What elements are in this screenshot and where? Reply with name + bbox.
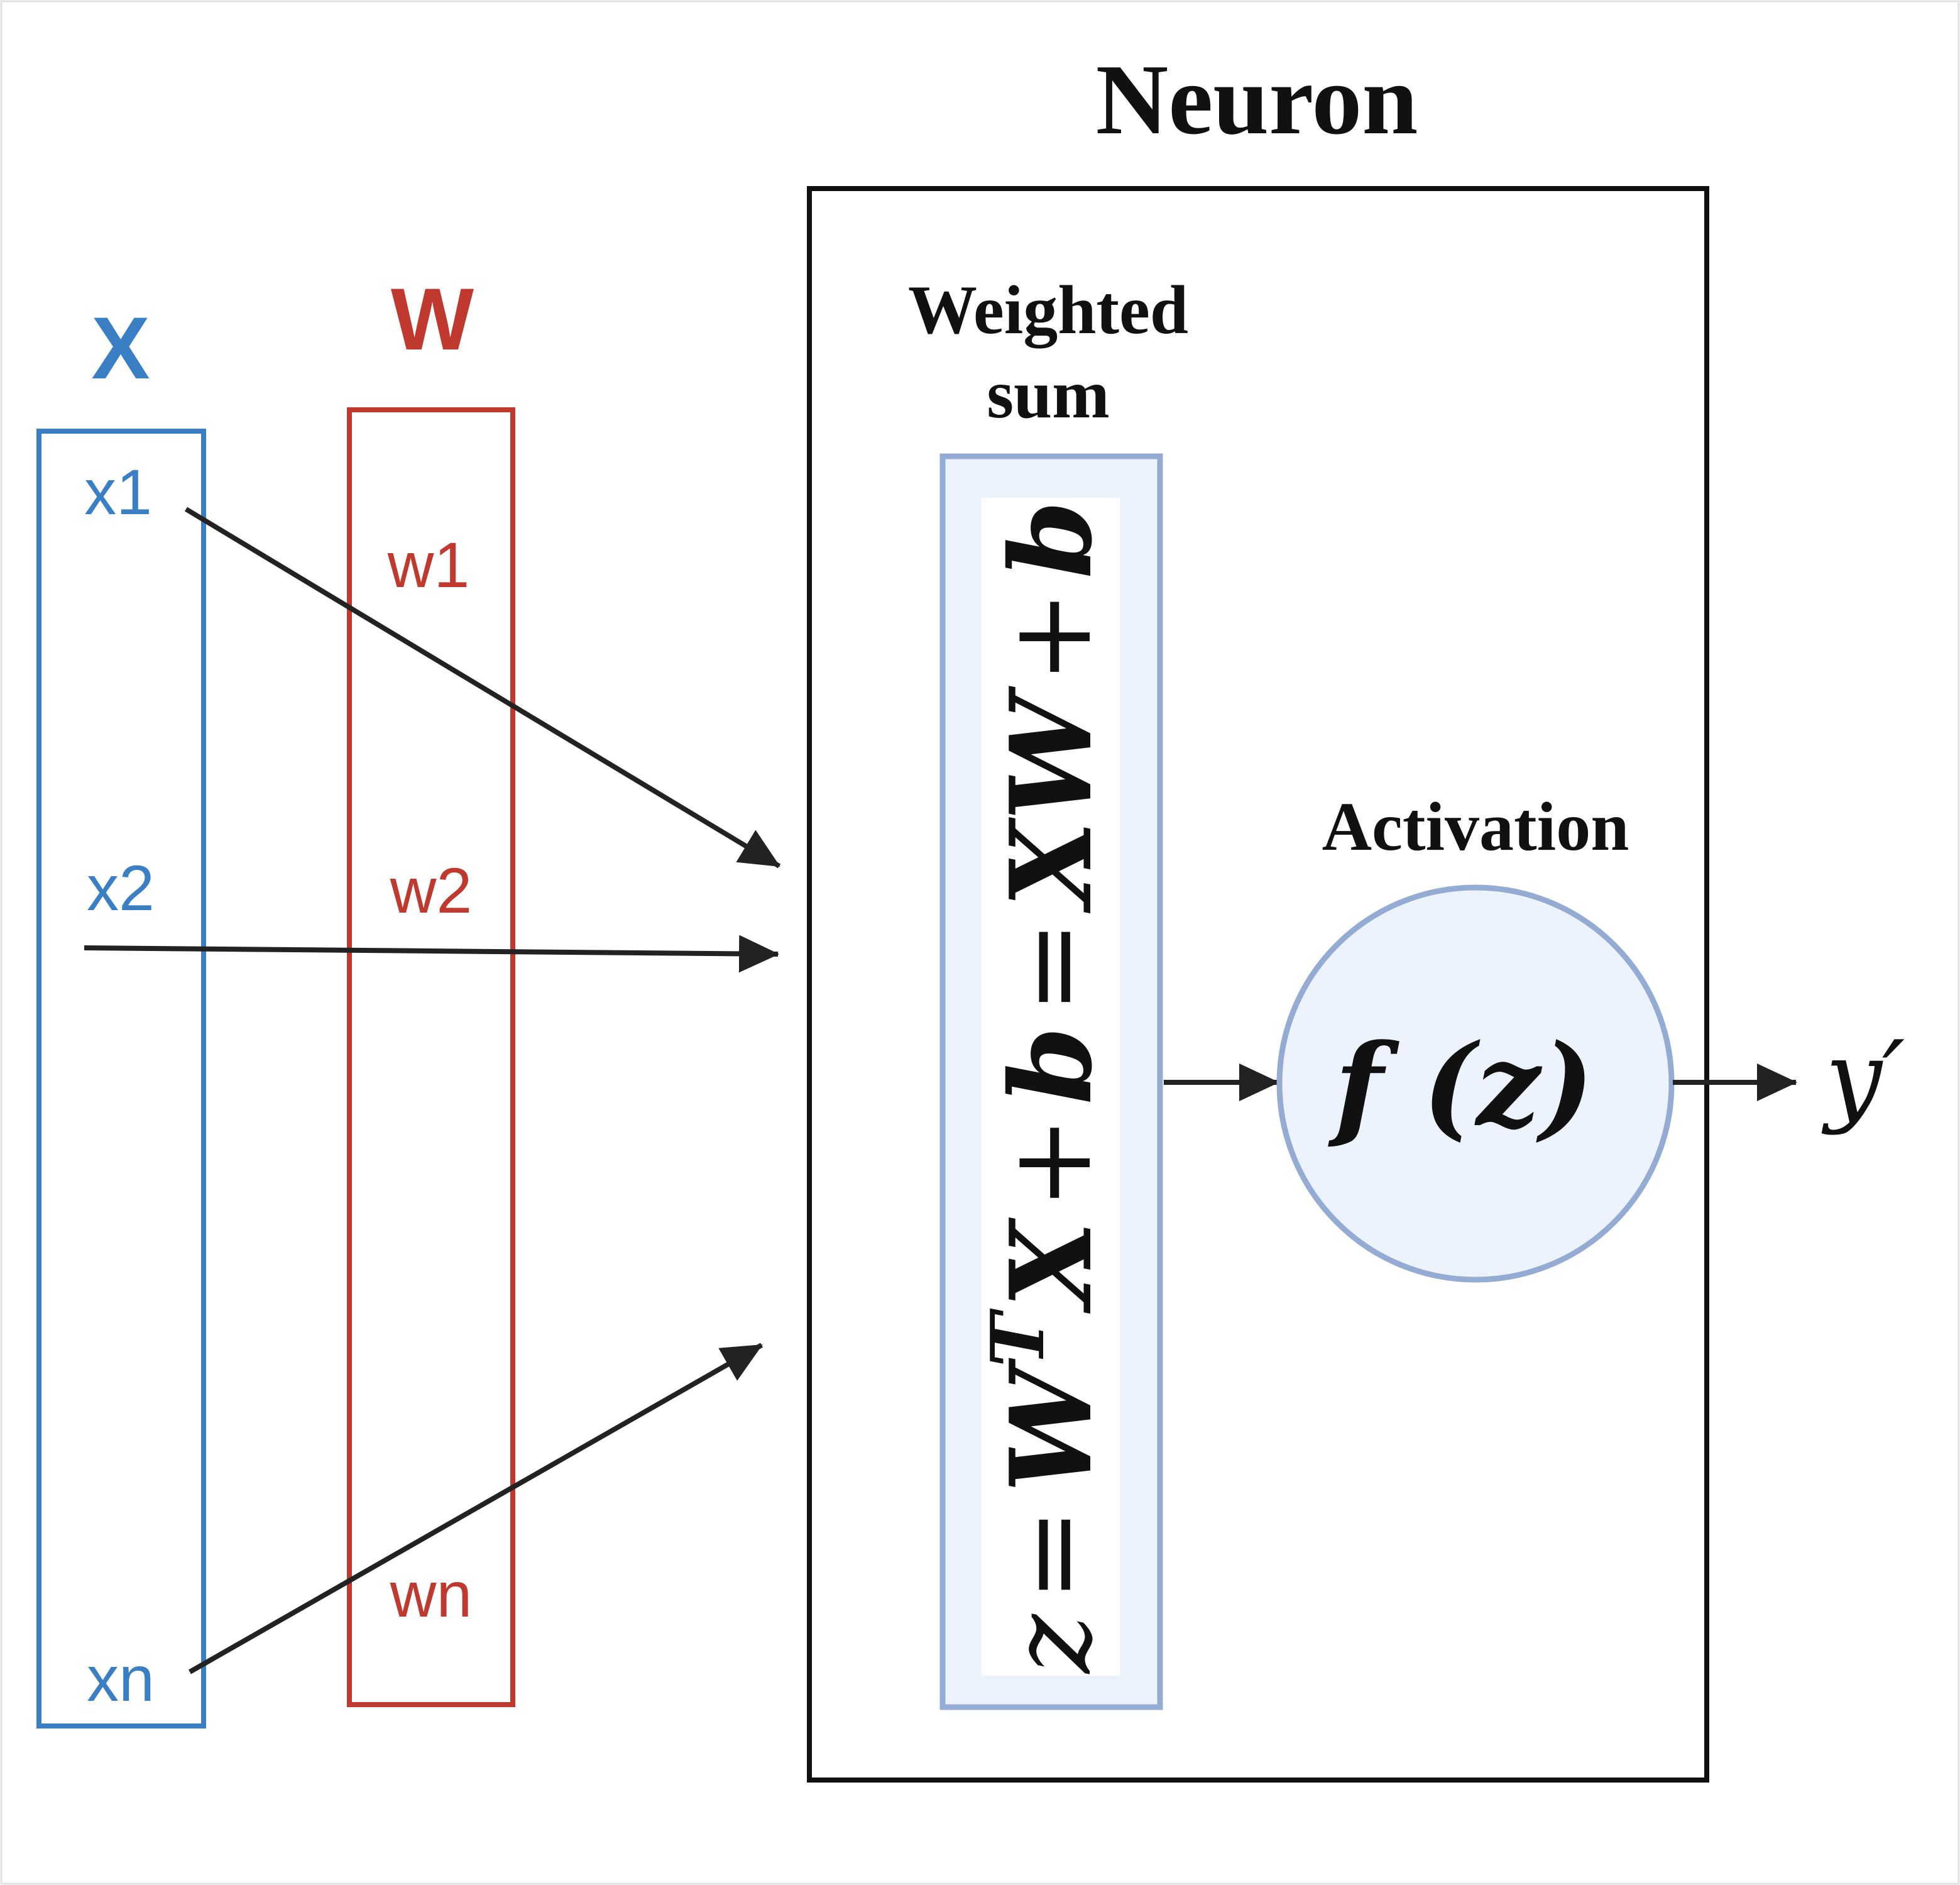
activation-function: f (z) [1328, 1019, 1594, 1152]
weight-w1-label: w1 [387, 529, 469, 601]
neuron-box [807, 186, 1709, 1783]
weighted-sum-label-line2: sum [987, 356, 1110, 432]
input-xn-label: xn [87, 1643, 155, 1715]
arrow-xn-to-neuron [189, 1343, 763, 1674]
input-x2-label: x2 [87, 852, 155, 924]
weight-vector-header: W [391, 270, 474, 368]
arrow-x1-to-neuron [184, 507, 781, 869]
neuron-title: Neuron [1096, 43, 1418, 155]
activation-label: Activation [1322, 788, 1629, 865]
input-x1-label: x1 [84, 456, 152, 528]
weighted-sum-label-line1: Weighted [908, 272, 1188, 348]
weight-w2-label: w2 [390, 855, 472, 926]
svg-text:z=WTX+b=XW+b: z=WTX+b=XW+b [975, 500, 1117, 1674]
input-vector-header: X [91, 299, 150, 397]
input-vector-box [36, 429, 206, 1728]
weight-wn-label: wn [390, 1559, 472, 1630]
weight-vector-box [347, 407, 515, 1707]
output-label: y′ [1822, 1019, 1905, 1136]
weighted-sum-formula: z=WTX+b=XW+b [975, 500, 1117, 1674]
arrow-x2-to-neuron [84, 935, 779, 973]
activation-node [1276, 884, 1675, 1283]
formula-background [982, 498, 1120, 1676]
